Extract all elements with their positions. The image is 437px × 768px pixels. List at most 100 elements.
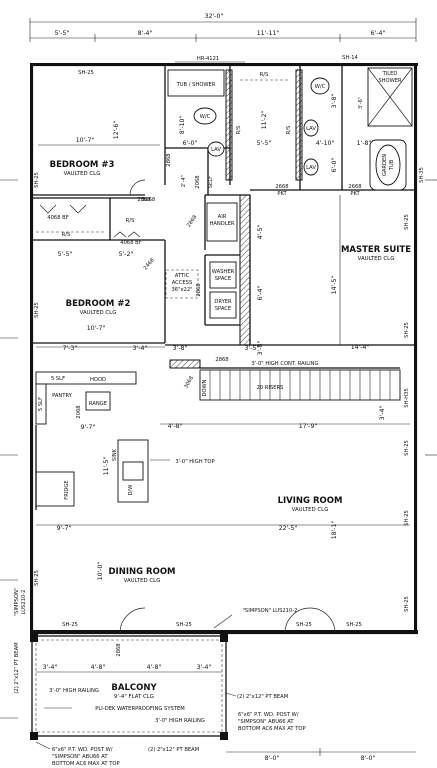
- sh14-label: SH-14: [342, 55, 358, 61]
- dim-22-5: 22'-5": [279, 525, 298, 532]
- sh25-bed3-side: SH-25: [34, 172, 40, 188]
- dim-5-5a: 5'-5": [257, 140, 272, 147]
- dim-3-4b: 3'-4": [379, 406, 386, 421]
- sh35-label: SH-35: [419, 167, 425, 183]
- dim-14-5: 14'-5": [331, 276, 338, 295]
- dim-3-6: 3'-6": [358, 97, 364, 109]
- balcony-title: BALCONY: [111, 683, 157, 693]
- simpson-lus-label: "SIMPSON" LUS210-2: [243, 608, 298, 614]
- left-margin-ticks: [0, 179, 437, 719]
- wc-master-label: W/C: [315, 84, 326, 90]
- dim-17-9: 17'-9": [299, 423, 318, 430]
- dim-7-3: 7'-3": [63, 345, 78, 352]
- bottom-dimensions: 8'-0" 8'-0": [226, 748, 416, 762]
- sh25-bottom-2: SH-25: [176, 622, 192, 628]
- balcony: "SIMPSON" LUS210-2 (2) 2"x12" PT BEAM 3'…: [14, 588, 306, 767]
- dim-11-5: 11'-5": [103, 457, 110, 476]
- shh35-label: SH-H35: [404, 388, 410, 408]
- post-left-3: BOTTOM AC6 MAX AT TOP: [52, 761, 120, 767]
- dryer-1: DRYER: [214, 299, 232, 305]
- sh25-bottom-4: SH-25: [346, 622, 362, 628]
- tub-shower-label: TUB / SHOWER: [176, 82, 216, 88]
- hatched-walls: [169, 69, 303, 369]
- stairs: 3'-0" HIGH CONT. RAILING 20 RISERS DOWN …: [160, 361, 410, 430]
- sh25-living-3: SH-25: [404, 596, 410, 612]
- door-2868-laundry: 2868: [196, 283, 202, 296]
- sh25-bottom-3: SH-25: [296, 622, 312, 628]
- dim-9-7: 9'-7": [81, 424, 96, 431]
- dim-10-0: 10'-0": [97, 562, 104, 581]
- dim-bed2-width: 10'-7": [87, 325, 106, 332]
- post-se-icon: [220, 732, 228, 740]
- dim-3-5: 3'-5": [245, 345, 260, 352]
- attic-1: ATTIC: [175, 273, 190, 279]
- master-bath: SH-14 W/C LAV LAV 4'-10" 3'-8" 6'-0" 1'-…: [303, 55, 425, 197]
- dining-room: DINING ROOM VAULTED CLG 9'-7" 10'-0" SH-…: [34, 525, 362, 657]
- master-suite: MASTER SUITE VAULTED CLG 14'-5" 14'-4" S…: [331, 195, 411, 408]
- tiled-shower-2: SHOWER: [378, 78, 402, 84]
- fridge-label: FRIDGE: [64, 480, 70, 499]
- door-bed3-side: 2868: [166, 153, 172, 166]
- range-label: RANGE: [89, 401, 107, 407]
- master-note: VAULTED CLG: [358, 256, 395, 262]
- door-2068-pantry: 2068: [76, 405, 82, 418]
- balcony-rail-1: 3'-0" HIGH RAILING: [49, 688, 99, 694]
- dim-3-4: 3'-4": [133, 345, 148, 352]
- pkt-door-1-b: PKT: [277, 191, 287, 197]
- garden-tub-2: TUB: [389, 159, 395, 171]
- rs-closet-2: R/S: [126, 218, 135, 224]
- rs-closet-5: R/S: [286, 126, 292, 135]
- walk-in-closet: R/S R/S R/S 11'-2" 5'-5" 4068 BF 2668 PK…: [236, 72, 292, 197]
- dim-3-8c: 3'-8": [257, 341, 264, 356]
- dim-6-0b: 6'-0": [331, 158, 338, 173]
- wc-hall-label: W/C: [200, 114, 211, 120]
- pkt-door-2-b: PKT: [350, 191, 360, 197]
- dim-6-4: 6'-4": [257, 286, 264, 301]
- sh25-dining: SH-25: [34, 570, 40, 586]
- dining-note: VAULTED CLG: [124, 578, 161, 584]
- pkt-door-1: 2668: [275, 184, 288, 190]
- pantry-label: PANTRY: [52, 393, 73, 399]
- bf-closet-2: 4068 BF: [120, 240, 141, 246]
- post-nw-icon: [30, 634, 38, 642]
- door-2468: 2468: [143, 257, 156, 271]
- beam-header-label: HR-4121: [197, 56, 219, 62]
- high-top-label: 3'-0" HIGH TOP: [175, 459, 214, 465]
- post-sw-icon: [30, 732, 38, 740]
- bedroom-3-note: VAULTED CLG: [64, 171, 101, 177]
- simpson-side-2: LUS210-2: [21, 590, 27, 615]
- top-dim-3: 11'-11": [257, 30, 280, 37]
- dim-14-4: 14'-4": [351, 344, 370, 351]
- hall-bath: TUB / SHOWER W/C LAV 8'-10" 6'-0" 2'-4" …: [167, 69, 225, 189]
- bedroom-3: BEDROOM #3 VAULTED CLG SH-25 10'-7" 12'-…: [34, 70, 172, 203]
- post-left-1: 6"x6" P.T. WD. POST W/: [52, 747, 113, 753]
- door-2868-hall2: 2868: [215, 357, 228, 363]
- air-handler-2: HANDLER: [209, 221, 234, 227]
- attic-2: ACCESS: [172, 280, 193, 286]
- dim-6-0: 6'-0": [183, 140, 198, 147]
- bal-dim-3: 4'-8": [147, 664, 162, 671]
- lav-master-1: LAV: [306, 126, 316, 132]
- lav-master-2: LAV: [306, 165, 316, 171]
- dim-bed3-depth: 12'-6": [113, 121, 120, 140]
- pt-beam-bottom: (2) 2"x12" PT BEAM: [148, 747, 199, 753]
- top-dimensions: 32'-0" 5'-5" 8'-4" 11'-11" 6'-4" HR-4121: [29, 13, 417, 63]
- door-hall: 2868: [142, 197, 155, 203]
- stairs-down: DOWN: [202, 379, 208, 396]
- dim-2-4: 2'-4": [181, 175, 187, 187]
- bal-dim-2: 4'-8": [91, 664, 106, 671]
- dim-18-1: 18'-1": [331, 521, 338, 540]
- bedroom-2: BEDROOM #2 VAULTED CLG 10'-7" SH-25 7'-3…: [34, 299, 165, 352]
- dim-3-8: 3'-8": [331, 94, 338, 109]
- bal-dim-1: 3'-4": [43, 664, 58, 671]
- kitchen: 5 SLF HOOD 5 SLF PANTRY 2068 RANGE 9'-7"…: [35, 371, 215, 510]
- washer-2: SPACE: [215, 276, 231, 282]
- slf-side: 5 SLF: [38, 397, 44, 411]
- sink-label: SINK: [112, 448, 118, 461]
- pli-dek-label: PLI-DEK WATERPROOFING SYSTEM: [95, 706, 184, 712]
- dim-11-2: 11'-2": [261, 111, 268, 130]
- living-title: LIVING ROOM: [278, 496, 343, 506]
- door-3068: 3068: [183, 375, 195, 389]
- door-bed3: 2868: [137, 197, 150, 203]
- living-note: VAULTED CLG: [292, 507, 329, 513]
